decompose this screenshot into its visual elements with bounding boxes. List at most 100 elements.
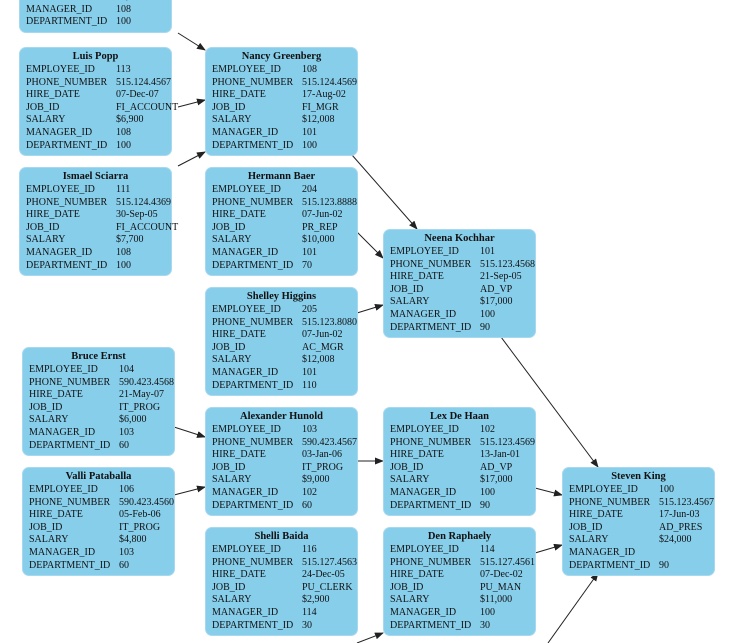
field-value: IT_PROG	[302, 461, 344, 473]
reports-to-edge	[177, 98, 206, 108]
field-key: DEPARTMENT_ID	[26, 16, 108, 28]
field-key: HIRE_DATE	[390, 271, 444, 283]
employee-name: Shelley Higgins	[246, 291, 317, 302]
field-key: JOB_ID	[212, 461, 246, 473]
field-key: MANAGER_ID	[390, 606, 457, 618]
field-value: 113	[116, 64, 131, 75]
field-value: 515.127.4563	[302, 556, 357, 568]
field-value: 116	[302, 544, 317, 555]
field-key: DEPARTMENT_ID	[390, 321, 472, 333]
field-key: JOB_ID	[26, 101, 60, 113]
field-value: 03-Jan-06	[302, 449, 342, 461]
employee-name: Lex De Haan	[430, 411, 489, 422]
field-row: SALARY$11,000	[390, 594, 529, 607]
employee-name: Alexander Hunold	[240, 411, 323, 422]
field-key: SALARY	[26, 234, 66, 246]
field-value: $2,900	[302, 594, 330, 606]
field-key: DEPARTMENT_ID	[29, 559, 111, 571]
reports-to-edge	[177, 151, 206, 167]
field-value: FI_ACCOUNT	[116, 221, 179, 233]
field-value: 07-Jun-02	[302, 209, 343, 221]
field-key: PHONE_NUMBER	[29, 376, 111, 388]
field-key: MANAGER_ID	[212, 486, 279, 498]
field-key: PHONE_NUMBER	[29, 496, 111, 508]
field-value: AD_PRES	[659, 521, 703, 533]
field-key: PHONE_NUMBER	[390, 436, 472, 448]
field-key: MANAGER_ID	[26, 246, 93, 258]
field-key: DEPARTMENT_ID	[29, 439, 111, 451]
field-value: 07-Dec-02	[480, 569, 523, 581]
field-value: IT_PROG	[119, 521, 161, 533]
field-key: PHONE_NUMBER	[212, 436, 294, 448]
reports-to-edge	[534, 487, 563, 497]
field-row: SALARY$10,000	[212, 234, 351, 247]
field-key: JOB_ID	[212, 221, 246, 233]
field-value: 101	[302, 246, 317, 258]
field-key: MANAGER_ID	[212, 606, 279, 618]
field-value: $24,000	[659, 534, 692, 546]
field-key: JOB_ID	[390, 283, 424, 295]
field-value: $7,800	[116, 0, 165, 4]
field-key: MANAGER_ID	[29, 546, 96, 558]
field-key: JOB_ID	[212, 341, 246, 353]
field-row: SALARY$7,800	[26, 0, 165, 4]
field-value: 515.123.8080	[302, 316, 357, 328]
employee-node[interactable]: SALARY$7,800MANAGER_ID108DEPARTMENT_ID10…	[19, 0, 172, 33]
field-row: JOB_ID IT_PROG	[212, 462, 351, 475]
field-value: PU_CLERK	[302, 581, 353, 593]
field-value: $12,008	[302, 354, 335, 366]
field-value: 21-Sep-05	[480, 271, 522, 283]
field-key: SALARY	[212, 354, 252, 366]
field-value: 102	[480, 424, 495, 435]
field-value: 515.123.8888	[302, 196, 357, 208]
field-key: MANAGER_ID	[212, 246, 279, 258]
field-key: JOB_ID	[26, 221, 60, 233]
field-key: SALARY	[212, 594, 252, 606]
field-value: PU_MAN	[480, 581, 522, 593]
field-value: 111	[116, 184, 131, 195]
field-value: $17,000	[480, 474, 513, 486]
field-key: HIRE_DATE	[212, 89, 266, 101]
field-value: 515.123.4567	[659, 496, 714, 508]
field-key: SALARY	[390, 474, 430, 486]
field-value: 17-Jun-03	[659, 509, 700, 521]
field-key: DEPARTMENT_ID	[569, 559, 651, 571]
